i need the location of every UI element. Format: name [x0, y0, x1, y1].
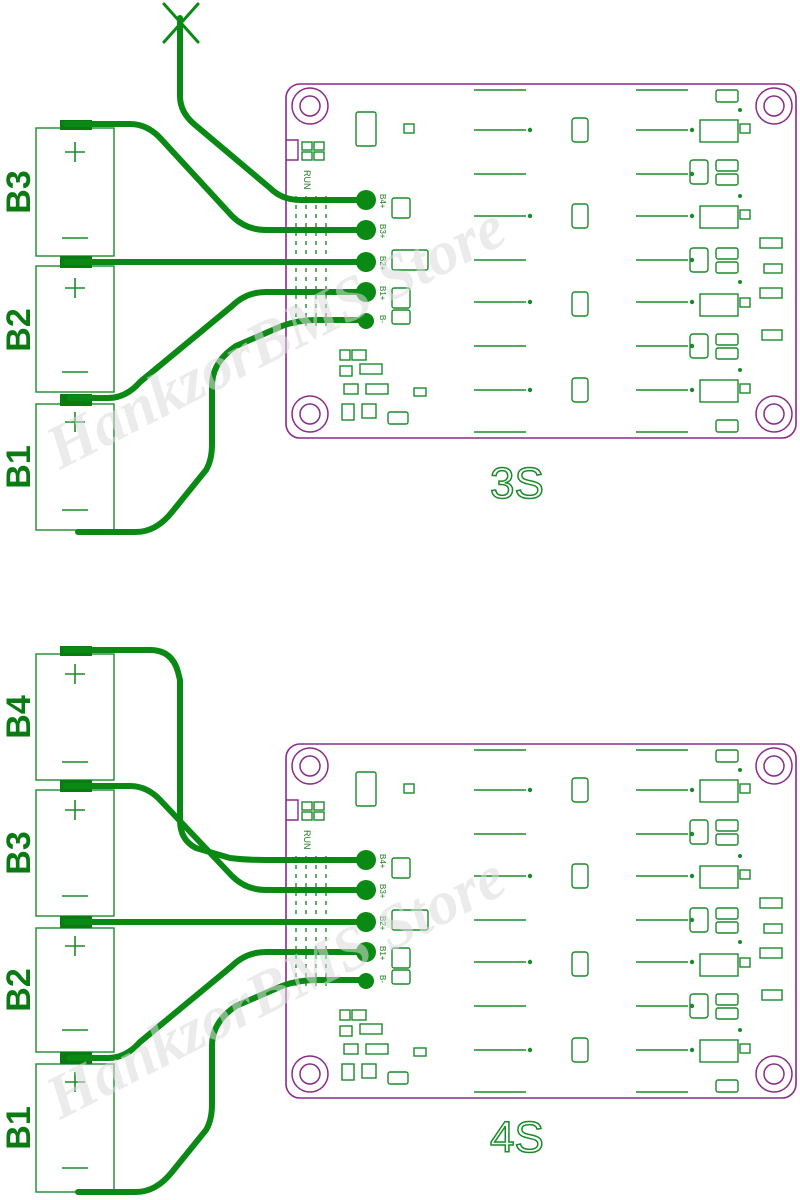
board-notch [286, 799, 299, 821]
pad-b-minus [358, 313, 374, 329]
pad-b2-plus [356, 912, 376, 932]
cell-label-b1: B1 [0, 445, 38, 488]
pad-b3-plus [356, 880, 376, 900]
unused-wire-marker [162, 2, 200, 44]
pad-label-b1-plus: B1+ [378, 286, 387, 301]
cell-label-b4: B4 [0, 695, 38, 739]
wire-b-minus [75, 317, 367, 535]
cell-label-b3: B3 [0, 170, 38, 213]
config-label-3s: 3S [490, 459, 544, 508]
pad-label-b-minus: B- [378, 315, 387, 323]
pad-b1-plus [356, 282, 376, 302]
cell-label-b1: B1 [0, 1106, 38, 1149]
wire-b4-unused [177, 15, 367, 203]
pad-label-b2-plus: B2+ [378, 256, 387, 271]
balance-wires-3s [63, 15, 367, 535]
silkscreen-components [295, 749, 783, 1093]
battery-terminals-4s [60, 646, 92, 1064]
pad-b3-plus [356, 220, 376, 240]
pad-label-b4-plus: B4+ [378, 194, 387, 209]
run-label: RUN [302, 170, 312, 190]
pad-label-b3-plus: B3+ [378, 884, 387, 899]
balance-wires-4s [63, 647, 367, 1195]
pads-3s [356, 190, 376, 329]
mounting-holes [291, 87, 793, 433]
wire-b1-plus [67, 949, 367, 1061]
wire-b3-plus [63, 121, 367, 233]
diagram-3s: RUN B3 B2 B1 [0, 2, 797, 535]
wire-b-minus [75, 977, 367, 1195]
board-notch [286, 139, 299, 161]
pad-label-b1-plus: B1+ [378, 946, 387, 961]
pad-b2-plus [356, 252, 376, 272]
wire-b3-plus [63, 783, 367, 893]
silkscreen-dots [527, 768, 742, 1053]
diagram-4s: RUN B4 B3 B2 B1 [0, 646, 797, 1195]
cell-label-b2: B2 [0, 968, 38, 1011]
cell-label-b3: B3 [0, 831, 38, 874]
watermark-top: HankzorBMS Store [35, 193, 517, 483]
pad-label-b4-plus: B4+ [378, 854, 387, 869]
config-label-4s: 4S [490, 1113, 544, 1162]
pad-label-b-minus: B- [378, 975, 387, 983]
battery-polarity-4s [62, 664, 88, 1169]
pad-b4-plus [356, 850, 376, 870]
pad-label-b3-plus: B3+ [378, 224, 387, 239]
pads-4s [356, 850, 376, 989]
mounting-holes [291, 747, 793, 1093]
wire-b4-plus [63, 647, 367, 863]
watermark-bottom: HankzorBMS Store [35, 843, 517, 1133]
pad-label-b2-plus: B2+ [378, 916, 387, 931]
pad-b-minus [358, 973, 374, 989]
cell-label-b2: B2 [0, 308, 38, 351]
silkscreen-dots [527, 108, 742, 393]
run-label: RUN [302, 830, 312, 850]
pad-b1-plus [356, 942, 376, 962]
pad-b4-plus [356, 190, 376, 210]
silkscreen-components [295, 89, 783, 433]
wire-b1-plus [67, 289, 367, 401]
battery-polarity-3s [62, 142, 88, 511]
